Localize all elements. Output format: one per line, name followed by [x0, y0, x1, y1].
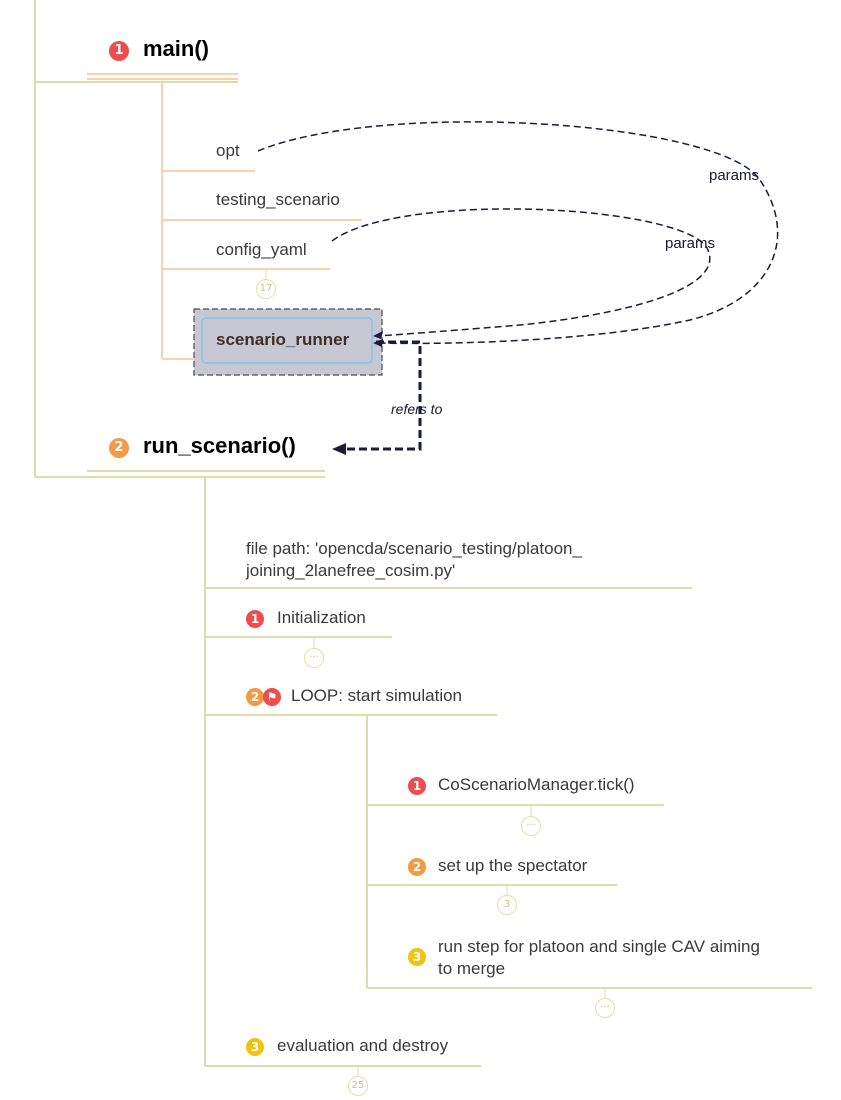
- params-outer-label: params: [709, 167, 760, 184]
- file-path-line-1: file path: 'opencda/scenario_testing/pla…: [246, 539, 582, 558]
- evaluation-node[interactable]: evaluation and destroy: [277, 1036, 449, 1055]
- opt-node[interactable]: opt: [216, 141, 240, 160]
- scenario-runner-selection-inner: [201, 317, 373, 364]
- spectator-order-badge: 2: [408, 858, 426, 876]
- run-step-line-1: run step for platoon and single CAV aimi…: [438, 937, 760, 956]
- run-step-collapsed-count[interactable]: ···: [595, 998, 615, 1018]
- spectator-node[interactable]: set up the spectator: [438, 856, 588, 875]
- tick-order-badge: 1: [408, 777, 426, 795]
- params-inner-edge: [331, 208, 711, 337]
- params-inner-label: params: [665, 235, 716, 252]
- params-arrowhead-1: [373, 331, 383, 339]
- run-step-line-2: to merge: [438, 959, 506, 978]
- params-outer-edge: [257, 121, 779, 345]
- loop-node[interactable]: LOOP: start simulation: [291, 686, 463, 705]
- run-step-node[interactable]: run step for platoon and single CAV aimi…: [438, 936, 760, 980]
- main-order-badge: 1: [109, 41, 129, 61]
- spectator-collapsed-count[interactable]: 3: [497, 895, 517, 915]
- evaluation-order-badge: 3: [246, 1038, 264, 1056]
- refers-to-arrowhead: [332, 443, 346, 455]
- scenario-runner-node[interactable]: scenario_runner: [216, 330, 350, 349]
- run-scenario-order-badge: 2: [109, 438, 129, 458]
- tick-collapsed-count[interactable]: ···: [521, 816, 541, 836]
- refers-to-edge: [345, 340, 422, 451]
- initialization-collapsed-count[interactable]: ···: [304, 648, 324, 668]
- testing-scenario-node[interactable]: testing_scenario: [216, 190, 340, 209]
- file-path-line-2: joining_2lanefree_cosim.py': [246, 561, 456, 580]
- evaluation-collapsed-count[interactable]: 25: [348, 1076, 368, 1096]
- config-yaml-node[interactable]: config_yaml: [216, 240, 307, 259]
- run-scenario-function-node[interactable]: run_scenario(): [143, 433, 296, 458]
- flag-icon: ⚑: [263, 688, 281, 706]
- run-step-order-badge: 3: [408, 948, 426, 966]
- initialization-order-badge: 1: [246, 610, 264, 628]
- config-yaml-collapsed-count[interactable]: 17: [256, 279, 276, 299]
- loop-order-badge: 2: [246, 688, 264, 706]
- main-function-node[interactable]: main(): [143, 36, 209, 61]
- tick-node[interactable]: CoScenarioManager.tick(): [438, 775, 635, 794]
- refers-to-label: refers to: [391, 401, 443, 417]
- initialization-node[interactable]: Initialization: [277, 608, 366, 627]
- file-path-node[interactable]: file path: 'opencda/scenario_testing/pla…: [246, 538, 582, 582]
